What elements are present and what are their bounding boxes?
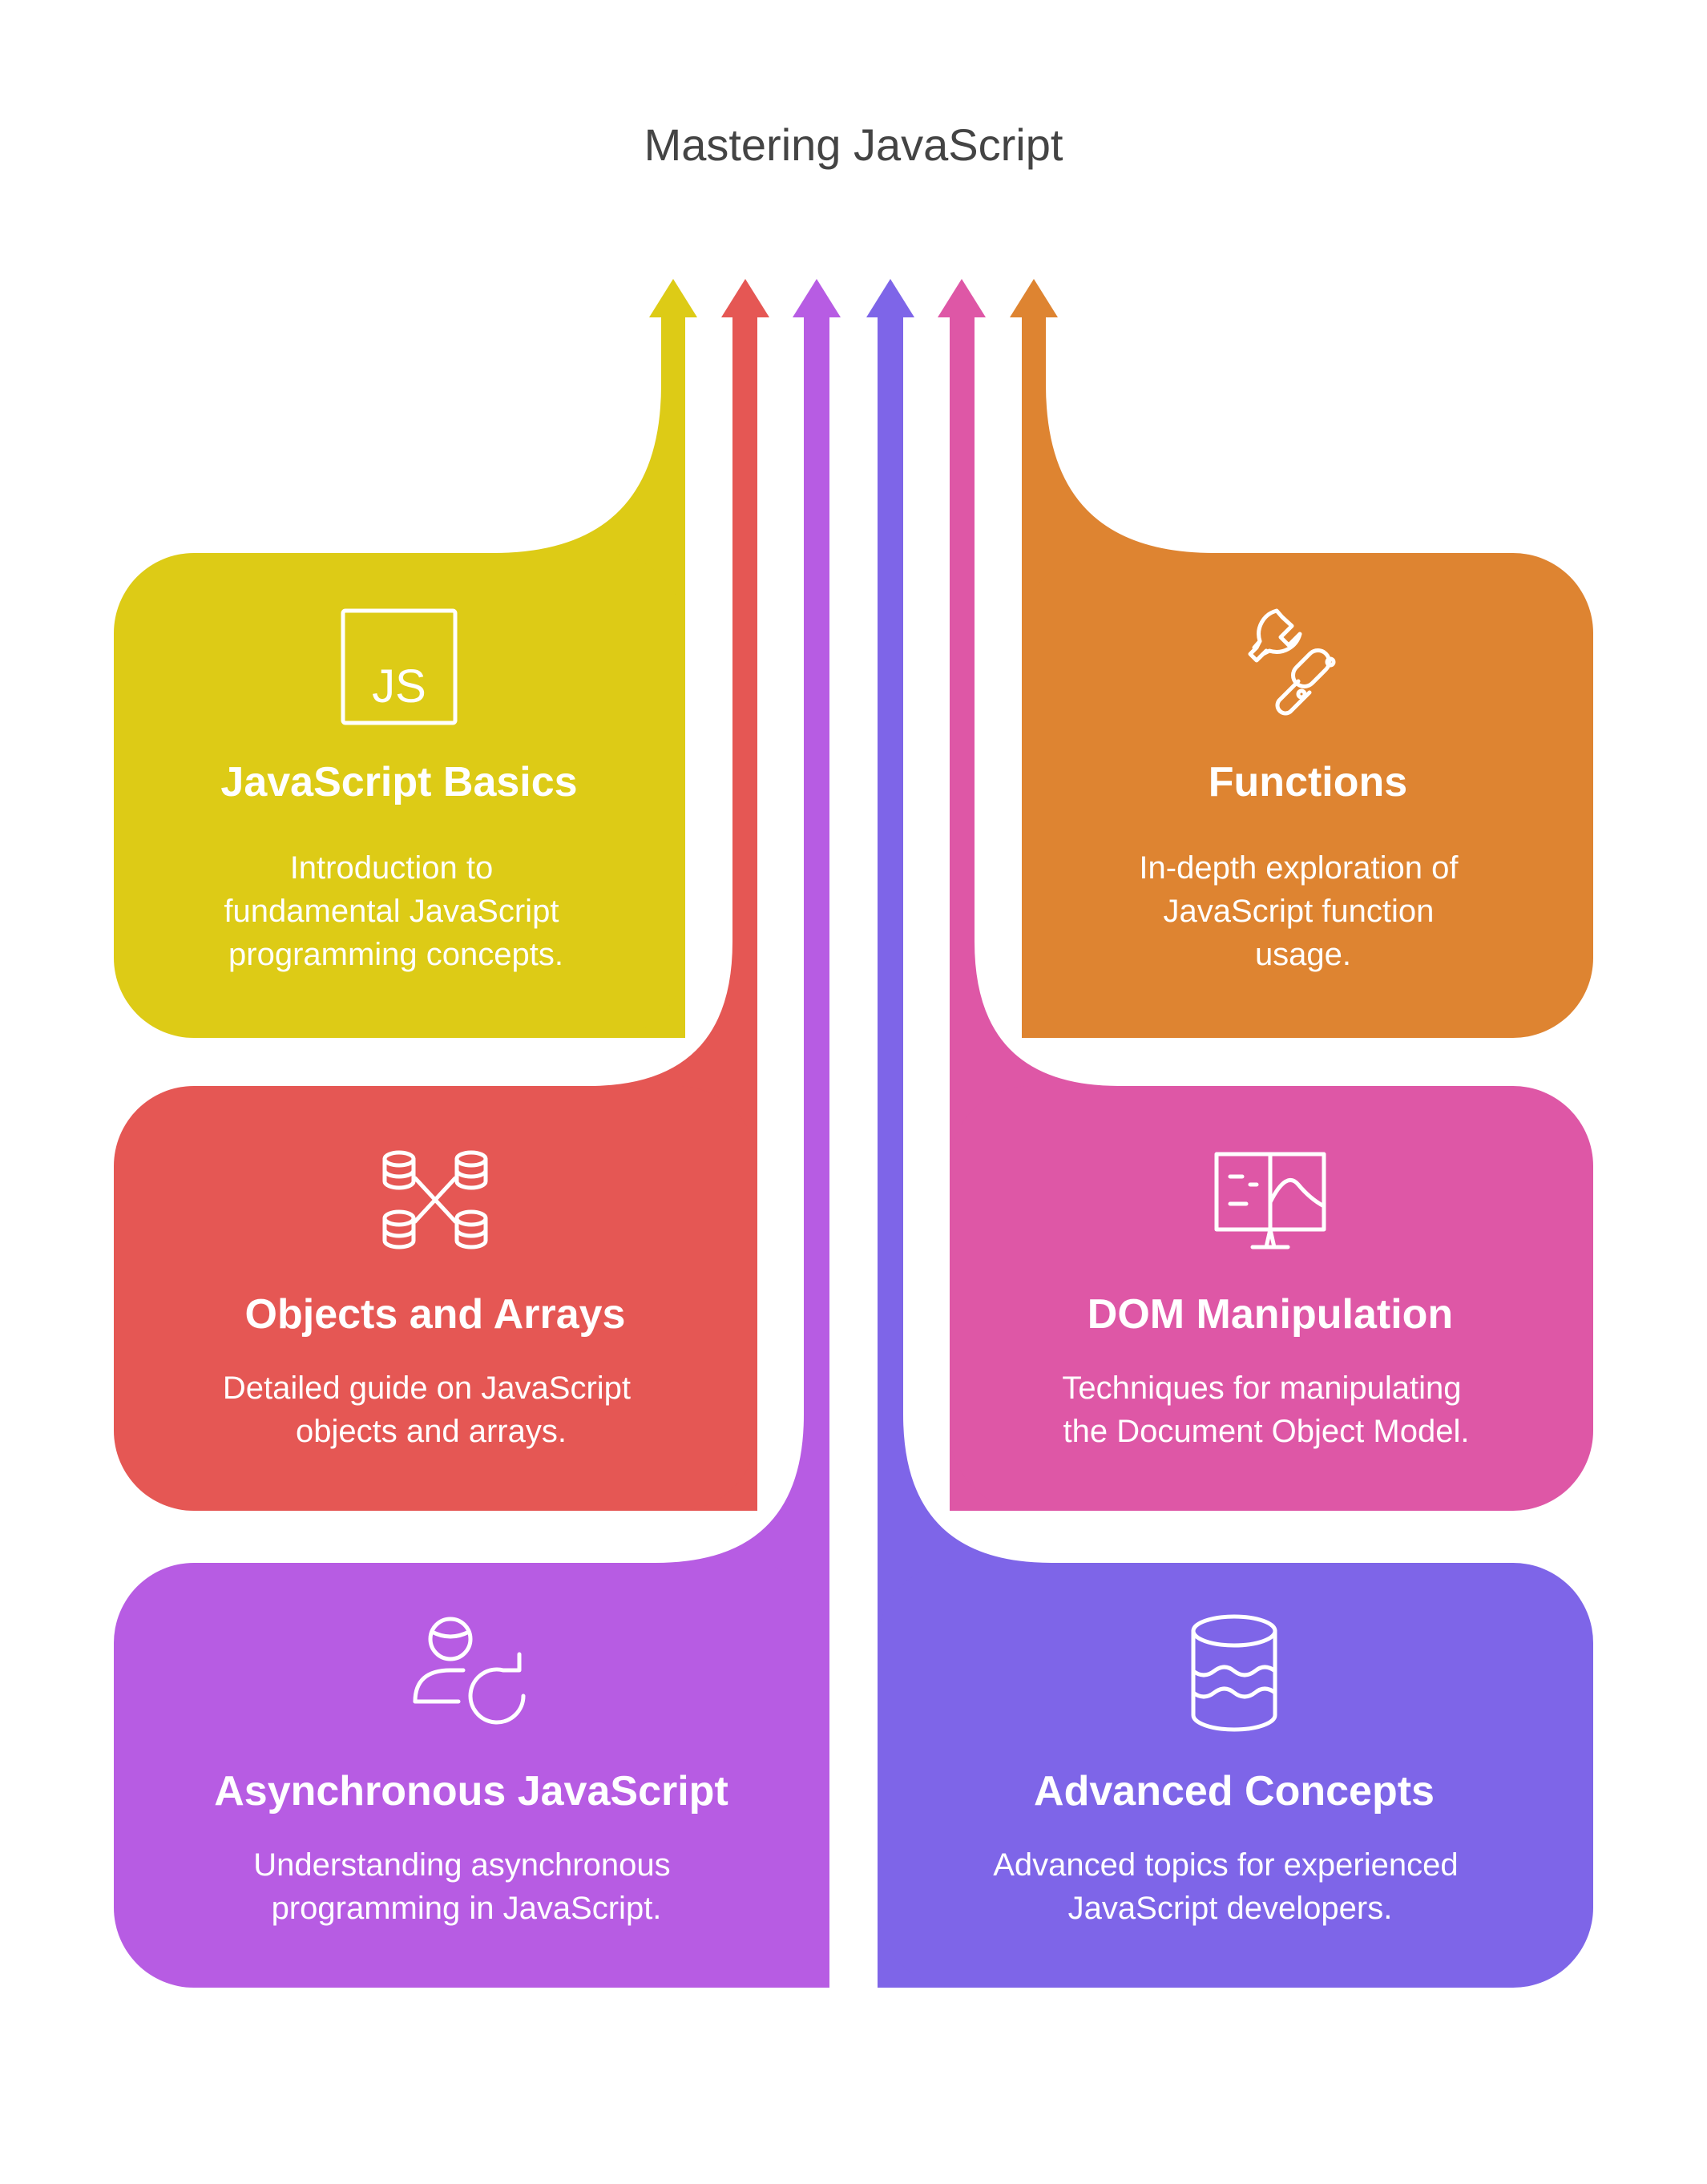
js-icon-text: JS [372, 660, 426, 713]
card-objects-and-arrays-bg [114, 1086, 757, 1511]
card-description-line: Detailed guide on JavaScript [223, 1371, 631, 1406]
card-description: In-depth exploration of JavaScript funct… [1139, 850, 1467, 972]
card-functions: Functions In-depth exploration of JavaSc… [1022, 553, 1593, 1038]
card-description-line: Understanding asynchronous [253, 1847, 670, 1883]
js-icon: JS [341, 608, 458, 725]
card-asynchronous-javascript-bg [114, 1563, 829, 1988]
card-description-line: fundamental JavaScript [224, 894, 559, 929]
card-description-line: usage. [1255, 937, 1351, 972]
arrow-head-violet [866, 279, 914, 317]
card-description-line: Techniques for manipulating [1062, 1371, 1461, 1406]
database-icon [1191, 1614, 1277, 1732]
card-description-line: programming in JavaScript. [272, 1891, 662, 1926]
card-dom-manipulation-bg [950, 1086, 1593, 1511]
card-advanced-concepts: Advanced Concepts Advanced topics for ex… [878, 1563, 1593, 1988]
card-dom-manipulation: DOM Manipulation Techniques for manipula… [950, 1086, 1593, 1511]
card-functions-bg [1022, 553, 1593, 1038]
arrow-head-red [721, 279, 769, 317]
user-refresh-icon [413, 1617, 526, 1725]
card-description: Techniques for manipulating the Document… [1062, 1371, 1470, 1449]
card-description: Detailed guide on JavaScript objects and… [223, 1371, 640, 1449]
arrow-head-pink [938, 279, 986, 317]
card-title: Advanced Concepts [1034, 1768, 1435, 1815]
monitor-layout-icon [1214, 1152, 1326, 1249]
card-description-line: the Document Object Model. [1063, 1414, 1470, 1449]
card-description-line: Advanced topics for experienced [993, 1847, 1458, 1883]
card-objects-and-arrays: Objects and Arrays Detailed guide on Jav… [114, 1086, 757, 1511]
diagram-title: Mastering JavaScript [644, 119, 1063, 170]
arrow-head-purple [793, 279, 841, 317]
card-title: Objects and Arrays [245, 1291, 626, 1338]
card-title: Asynchronous JavaScript [214, 1768, 728, 1815]
card-title: JavaScript Basics [220, 759, 577, 805]
database-network-icon [382, 1150, 488, 1249]
card-description-line: JavaScript developers. [1068, 1891, 1393, 1926]
card-description-line: Introduction to [290, 850, 494, 886]
card-advanced-concepts-bg [878, 1563, 1593, 1988]
card-javascript-basics: JS JavaScript Basics Introduction to fun… [114, 553, 685, 1038]
card-description-line: programming concepts. [228, 937, 563, 972]
arrow-head-orange [1010, 279, 1058, 317]
card-description-line: objects and arrays. [296, 1414, 567, 1449]
arrow-head-yellow [649, 279, 697, 317]
card-description: Understanding asynchronous programming i… [253, 1847, 679, 1926]
card-title: DOM Manipulation [1088, 1291, 1453, 1338]
card-description: Advanced topics for experienced JavaScri… [993, 1847, 1467, 1926]
card-description-line: JavaScript function [1163, 894, 1434, 929]
card-javascript-basics-bg [114, 553, 685, 1038]
card-description: Introduction to fundamental JavaScript p… [224, 850, 567, 972]
card-description-line: In-depth exploration of [1139, 850, 1459, 886]
card-title: Functions [1209, 759, 1407, 805]
tools-icon [1248, 608, 1336, 716]
card-asynchronous-javascript: Asynchronous JavaScript Understanding as… [114, 1563, 829, 1988]
